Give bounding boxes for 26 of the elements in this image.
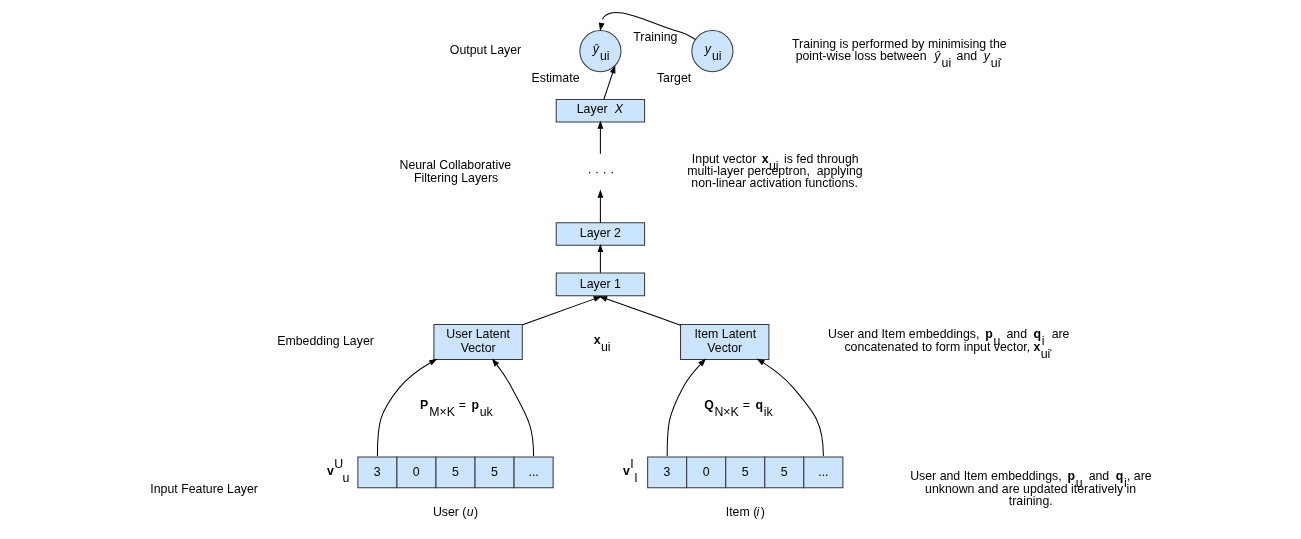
arrow: [597, 243, 603, 274]
node-box: User Latent Vector: [432, 323, 523, 360]
node-box: Layer X: [555, 98, 645, 123]
node-label: Target: [656, 70, 691, 85]
arrow: [666, 358, 706, 457]
arrow: [756, 358, 824, 457]
arrow: [598, 11, 696, 40]
node-text: · · · ·: [587, 164, 614, 179]
node-box: Layer 2: [555, 222, 645, 246]
arrow: [597, 189, 603, 224]
edge-label: Training: [632, 30, 677, 45]
node-label: User (u): [432, 505, 478, 520]
node-box: Layer 1: [555, 272, 645, 297]
arrow: [597, 120, 603, 155]
label: Neural Collaborative Filtering Layers: [399, 157, 511, 186]
label: Embedding Layer: [276, 334, 374, 349]
arrow: [602, 65, 615, 100]
label: Input Feature Layer: [149, 482, 258, 497]
arrow: [598, 296, 681, 326]
node-label: Item (i): [725, 505, 765, 520]
node-label: Estimate: [531, 70, 580, 85]
arrow: [521, 296, 602, 326]
arrow: [491, 358, 534, 457]
node-box: Item Latent Vector: [679, 323, 769, 360]
label: Output Layer: [449, 43, 521, 58]
arrow: [376, 358, 437, 457]
